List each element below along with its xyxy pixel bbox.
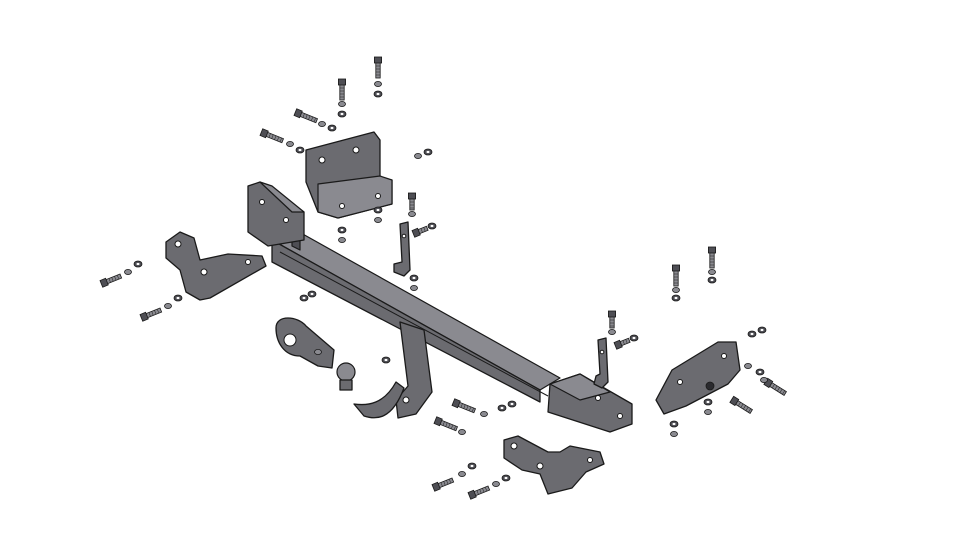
nut-hole (302, 296, 306, 300)
bolt (608, 310, 616, 329)
washer (408, 210, 416, 217)
bolt (374, 56, 382, 79)
washer (374, 81, 382, 88)
washer (124, 268, 132, 275)
bolt (293, 108, 319, 124)
bolt (139, 307, 163, 322)
washer (338, 236, 346, 243)
nut-hole (376, 208, 380, 212)
small-strap-right (593, 337, 609, 389)
nut-hole (412, 276, 416, 280)
small-strap-left (393, 221, 411, 277)
bolt (613, 337, 631, 350)
nut-hole (384, 358, 388, 362)
washer (670, 430, 678, 437)
bolt (411, 225, 429, 238)
nut-hole (760, 328, 764, 332)
washer (708, 268, 716, 275)
nut-hole (674, 296, 678, 300)
washer (414, 152, 422, 159)
nut-hole (504, 476, 508, 480)
nut-hole (500, 406, 504, 410)
washer (744, 362, 752, 369)
washer (338, 101, 346, 108)
washer (704, 408, 712, 415)
nut-hole (710, 278, 714, 282)
tow-ball-neck (336, 321, 433, 419)
washer (480, 410, 488, 417)
nut-hole (672, 422, 676, 426)
nut-hole (706, 400, 710, 404)
lower-front-bracket (503, 435, 605, 495)
left-end-plate (247, 181, 305, 247)
washer (164, 302, 172, 309)
washer (760, 376, 768, 383)
nut-hole (330, 126, 334, 130)
bolt (431, 477, 455, 492)
nut-hole (510, 402, 514, 406)
bolt (451, 398, 477, 414)
bolt (433, 416, 459, 432)
nut-hole (430, 224, 434, 228)
nut-hole (426, 150, 430, 154)
bolt (259, 128, 285, 144)
right-side-bracket (655, 341, 741, 415)
nut-hole (136, 262, 140, 266)
nut-hole (632, 336, 636, 340)
nut-hole (176, 296, 180, 300)
nut-hole (298, 148, 302, 152)
nut-hole (340, 228, 344, 232)
bolt (708, 246, 716, 269)
nut-hole (758, 370, 762, 374)
washer (410, 284, 418, 291)
right-end-plate (547, 373, 633, 433)
nut-hole (340, 112, 344, 116)
bolt (338, 78, 346, 101)
nut-hole (310, 292, 314, 296)
bolt (763, 377, 787, 396)
socket-plate (275, 317, 335, 369)
left-side-bracket (165, 231, 267, 301)
upper-mounting-bracket (305, 131, 393, 219)
washer (672, 286, 680, 293)
washer (458, 470, 466, 477)
washer (458, 428, 466, 435)
bolt (672, 264, 680, 287)
washer (314, 348, 322, 355)
nut-hole (750, 332, 754, 336)
washer (492, 480, 500, 487)
washer (608, 328, 616, 335)
washer (374, 216, 382, 223)
bolt (467, 485, 491, 500)
bolt (408, 192, 416, 211)
nut-hole (470, 464, 474, 468)
fasteners (99, 56, 787, 500)
bolt (729, 395, 753, 414)
washer (318, 121, 326, 128)
nut-hole (376, 92, 380, 96)
bolt (99, 273, 123, 288)
washer (286, 140, 294, 147)
